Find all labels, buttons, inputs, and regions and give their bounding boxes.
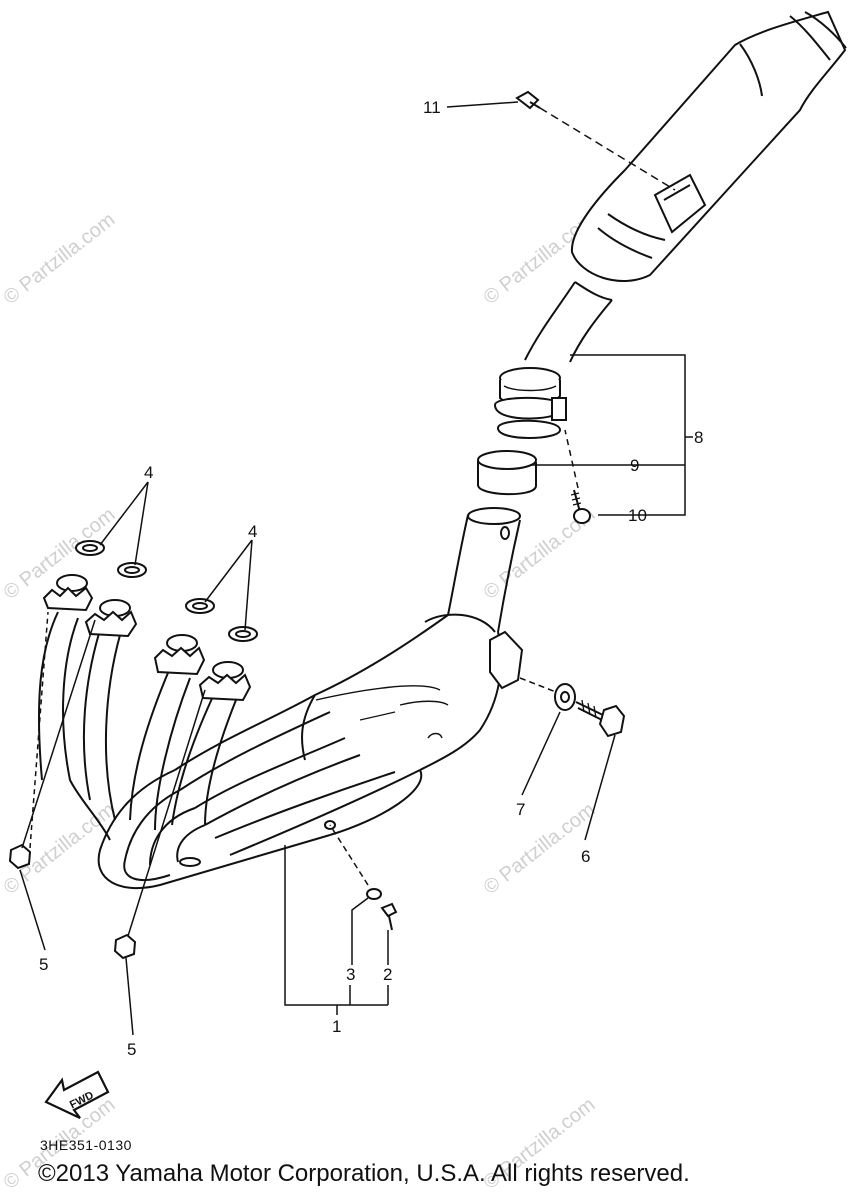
exhaust-pipe-assembly (37, 507, 524, 890)
nut-5 (113, 933, 137, 960)
callout-6: 6 (581, 847, 590, 866)
gasket-4 (228, 626, 258, 642)
callout-10: 10 (628, 506, 647, 525)
callout-8: 8 (694, 428, 703, 447)
washer-7 (554, 683, 576, 711)
callout-7: 7 (516, 800, 525, 819)
clamp (493, 367, 567, 439)
flange-nuts (8, 843, 137, 960)
flange-cyl-1 (42, 574, 94, 612)
washer-3 (366, 888, 382, 900)
diagram-code: 3HE351-0130 (40, 1137, 132, 1153)
muffler (524, 10, 847, 363)
bolt-2 (380, 902, 398, 931)
watermark: © Partzilla.com (0, 209, 119, 309)
bolt-11 (515, 90, 541, 110)
callout-5: 5 (127, 1040, 136, 1059)
watermark: © Partzilla.com (0, 504, 119, 604)
flange-cyl-2 (84, 599, 138, 638)
callout-3: 3 (346, 965, 355, 984)
flange-cyl-3 (153, 634, 206, 676)
gasket-sleeve (477, 450, 537, 496)
port-gaskets (75, 540, 258, 642)
callout-1: 1 (332, 1017, 341, 1036)
callout-4: 4 (248, 522, 257, 541)
bolt-10 (570, 489, 591, 524)
gasket-4 (185, 598, 215, 614)
bolt-6 (575, 699, 626, 738)
nut-5 (8, 843, 32, 870)
callout-5: 5 (39, 955, 48, 974)
exhaust-port-flanges (42, 574, 252, 702)
callout-labels: 1 2 3 4 4 5 5 6 7 8 9 10 11 (39, 98, 703, 1059)
watermarks: © Partzilla.com © Partzilla.com © Partzi… (0, 209, 599, 1194)
flange-cyl-4 (198, 661, 252, 702)
copyright-notice: ©2013 Yamaha Motor Corporation, U.S.A. A… (38, 1160, 690, 1187)
leader-lines (19, 101, 693, 1036)
gasket-4 (75, 540, 105, 556)
gasket-4 (117, 562, 147, 578)
callout-2: 2 (383, 965, 392, 984)
callout-9: 9 (630, 456, 639, 475)
callout-4: 4 (144, 463, 153, 482)
callout-11: 11 (423, 98, 441, 117)
